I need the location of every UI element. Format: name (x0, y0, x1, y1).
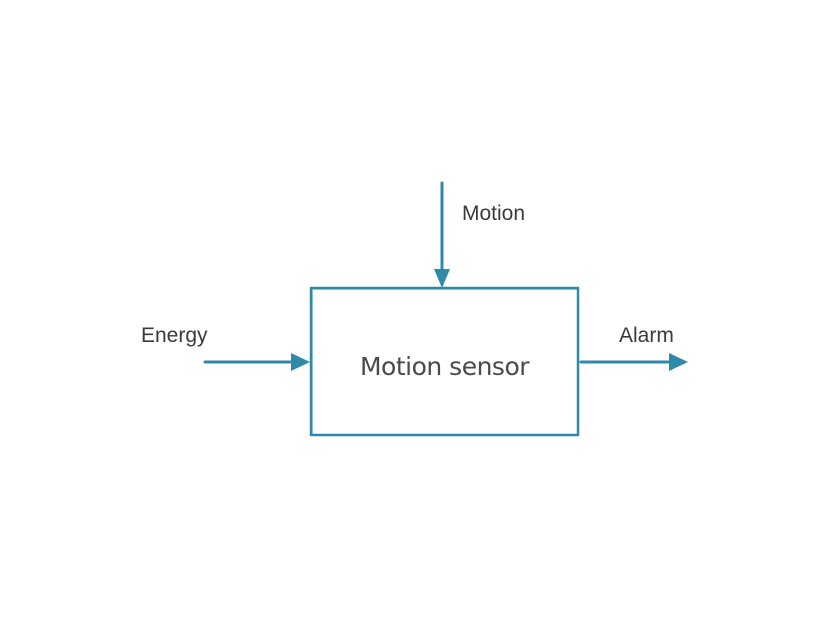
box-label: Motion sensor (360, 352, 530, 381)
motion-input-arrow (434, 181, 450, 288)
energy-input-arrow (203, 353, 310, 371)
arrowhead-right-icon (291, 353, 310, 371)
alarm-output-arrow (579, 353, 688, 371)
energy-label: Energy (141, 324, 208, 347)
motion-sensor-box: Motion sensor (309, 286, 580, 437)
alarm-label: Alarm (619, 324, 674, 347)
motion-label: Motion (462, 202, 525, 225)
arrowhead-right-icon (669, 353, 688, 371)
arrowhead-down-icon (434, 269, 450, 288)
